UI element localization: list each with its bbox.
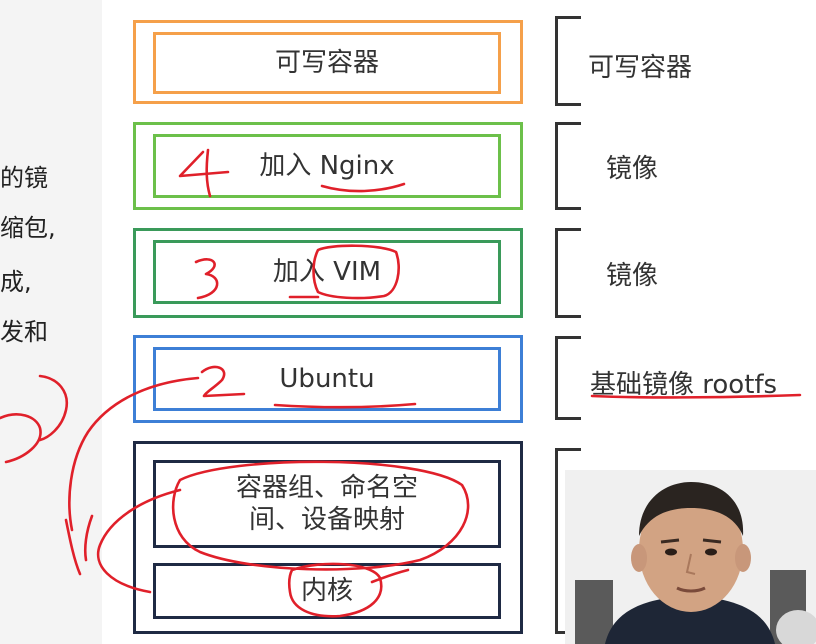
bracket-nginx	[555, 122, 581, 210]
layer-cgroups-namespaces-devices: 容器组、命名空间、设备映射	[153, 460, 501, 548]
left-slide-panel: 的镜 缩包, 成, 发和	[0, 0, 102, 644]
side-label-nginx-image: 镜像	[606, 154, 659, 184]
side-label-base-rootfs: 基础镜像 rootfs	[590, 370, 778, 400]
left-text-fragment: 成,	[0, 268, 32, 296]
layer-vim-label: 加入 VIM	[153, 240, 501, 304]
bracket-writable	[555, 16, 581, 106]
layer-nginx-label: 加入 Nginx	[153, 134, 501, 198]
bracket-ubuntu	[555, 336, 581, 420]
layer-writable-container-label: 可写容器	[153, 32, 501, 94]
layer-vim-image	[133, 228, 523, 318]
layer-nginx-image	[133, 122, 523, 210]
layer-ubuntu-label: Ubuntu	[153, 347, 501, 411]
left-text-fragment: 发和	[0, 318, 48, 346]
bracket-vim	[555, 228, 581, 318]
presenter-figure	[565, 470, 816, 644]
layer-kernel: 内核	[153, 563, 501, 619]
left-text-fragment: 的镜	[0, 164, 48, 192]
side-label-vim-image: 镜像	[606, 261, 659, 291]
presenter-webcam-overlay	[565, 470, 816, 644]
side-label-writable: 可写容器	[588, 53, 693, 83]
left-text-fragment: 缩包,	[0, 214, 56, 242]
layer-writable-container	[133, 20, 523, 104]
